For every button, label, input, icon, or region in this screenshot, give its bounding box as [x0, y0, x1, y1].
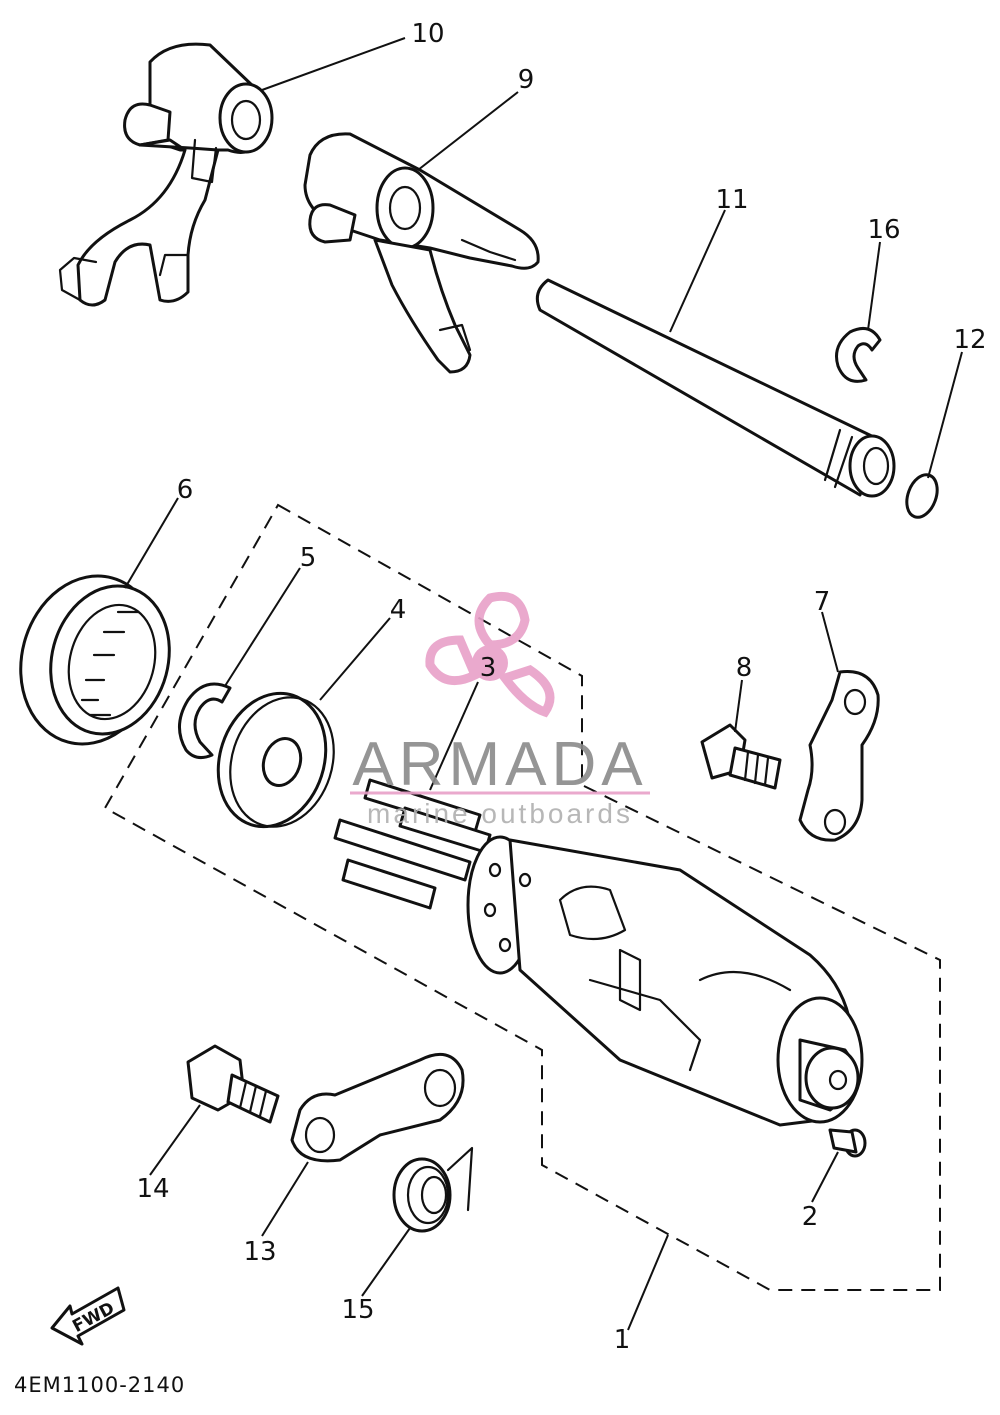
callout-16: 16: [867, 215, 900, 245]
shift-drum-1: [466, 835, 864, 1127]
armada-brand: ARMADA: [352, 730, 647, 799]
bolt-8: [700, 723, 782, 790]
circlip-16: [835, 326, 882, 383]
callout-11: 11: [715, 185, 748, 215]
pin-2: [828, 1128, 867, 1158]
callout-7: 7: [814, 587, 831, 617]
stopper-lever-13: [290, 1052, 465, 1163]
callout-5: 5: [300, 543, 317, 573]
callout-3: 3: [480, 653, 497, 683]
callout-4: 4: [390, 595, 407, 625]
bearing-6: [19, 574, 171, 746]
o-ring-12: [905, 473, 939, 519]
armada-logo: ARMADA marine outboards: [350, 591, 650, 829]
circlip-5: [178, 682, 232, 760]
washer-4: [216, 691, 335, 829]
callout-labels: 1 2 3 4 5 6 7 8 9 10 11 12 13 14 15 16: [136, 19, 986, 1355]
bolt-14: [186, 1044, 280, 1124]
callout-15: 15: [341, 1295, 374, 1325]
stopper-plate-7: [798, 669, 880, 842]
callout-9: 9: [518, 65, 535, 95]
callout-2: 2: [802, 1202, 819, 1232]
torsion-spring-15: [392, 1146, 474, 1233]
callout-1: 1: [614, 1325, 631, 1355]
callout-12: 12: [953, 325, 986, 355]
callout-10: 10: [411, 19, 444, 49]
shift-fork-shaft: [535, 278, 896, 498]
shift-fork-middle: [303, 132, 540, 374]
pins-3: [333, 778, 492, 910]
assembly-outline: [103, 503, 941, 1291]
shift-fork-upper: [58, 42, 274, 307]
armada-tagline: marine outboards: [367, 798, 633, 829]
leader-lines: [124, 37, 963, 1331]
callout-8: 8: [736, 653, 753, 683]
callout-14: 14: [136, 1174, 169, 1204]
fwd-arrow-icon: FWD: [50, 1286, 126, 1346]
part-code: 4EM1100-2140: [14, 1373, 185, 1397]
callout-6: 6: [177, 475, 194, 505]
logo-hub-icon: [472, 645, 508, 681]
callout-13: 13: [243, 1237, 276, 1267]
